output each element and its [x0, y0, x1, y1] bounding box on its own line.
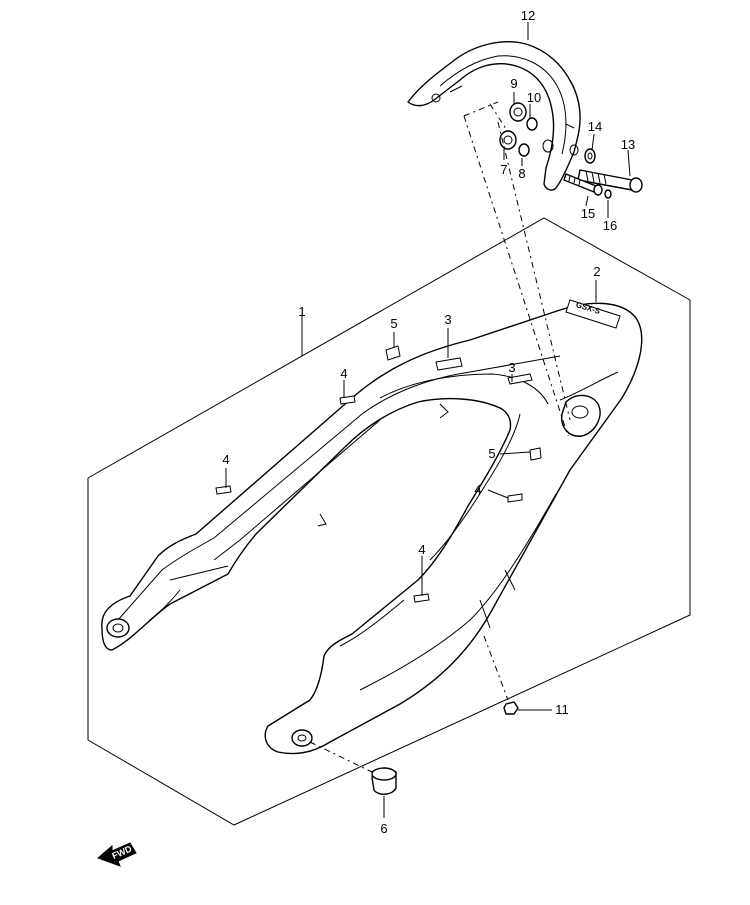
callout-4b: 4 — [222, 452, 229, 467]
sticker-5b[interactable] — [529, 447, 542, 461]
callout-13: 13 — [621, 137, 635, 152]
callout-3a: 3 — [444, 312, 451, 327]
sticker-4b[interactable] — [215, 485, 232, 495]
nut-part-11[interactable] — [503, 701, 519, 715]
callout-16: 16 — [603, 218, 617, 233]
callout-4a: 4 — [340, 366, 347, 381]
callout-4d: 4 — [418, 542, 425, 557]
assembly-boundary — [87, 217, 691, 826]
callout-4c: 4 — [474, 482, 481, 497]
callout-9: 9 — [510, 76, 517, 91]
sticker-4d[interactable] — [413, 593, 430, 603]
collar-part-8[interactable] — [518, 143, 530, 157]
grab-rail-part-12[interactable] — [407, 41, 581, 191]
callout-labels: 1 2 3 3 4 4 4 4 5 5 6 7 8 9 10 11 12 13 … — [222, 8, 635, 836]
cushion-part-7[interactable] — [499, 130, 517, 150]
bolt-part-13[interactable] — [577, 169, 643, 193]
callout-3b: 3 — [508, 360, 515, 375]
sticker-4a[interactable] — [339, 395, 356, 405]
grommet-part-6[interactable] — [371, 767, 397, 795]
callout-10: 10 — [527, 90, 541, 105]
callout-6: 6 — [380, 821, 387, 836]
sticker-3b[interactable] — [507, 373, 533, 385]
callout-8: 8 — [518, 166, 525, 181]
sticker-3a[interactable] — [435, 357, 463, 371]
spacer-part-10[interactable] — [526, 117, 538, 131]
callout-5b: 5 — [488, 446, 495, 461]
sticker-4c[interactable] — [507, 493, 523, 503]
callout-5a: 5 — [390, 316, 397, 331]
spacer-part-9[interactable] — [509, 102, 527, 122]
callout-11: 11 — [555, 702, 569, 717]
fwd-arrow-icon: FWD — [97, 842, 137, 867]
bolt-part-15[interactable] — [563, 173, 603, 196]
tail-cover-part-1[interactable] — [101, 302, 643, 755]
leader-lines — [225, 22, 631, 818]
callout-15: 15 — [581, 206, 595, 221]
sticker-5a[interactable] — [385, 345, 401, 361]
assembly-lines — [309, 101, 571, 773]
callout-7: 7 — [500, 162, 507, 177]
callout-14: 14 — [588, 119, 602, 134]
callout-1: 1 — [298, 304, 305, 319]
callout-2: 2 — [593, 264, 600, 279]
washer-part-14[interactable] — [584, 148, 596, 164]
washer-part-16[interactable] — [604, 189, 612, 199]
callout-12: 12 — [521, 8, 535, 23]
